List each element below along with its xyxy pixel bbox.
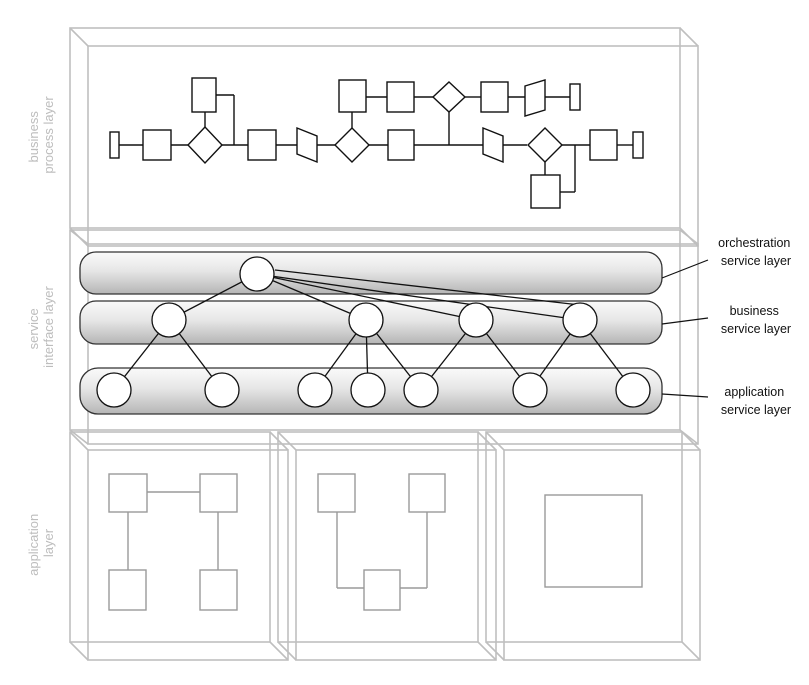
process-step — [191, 77, 217, 113]
business-service-node — [151, 302, 187, 338]
decision-diamond — [334, 127, 370, 163]
process-step — [142, 129, 172, 161]
business-service-node — [458, 302, 494, 338]
orchestration-service-layer-label: orchestration service layer — [718, 236, 794, 268]
application-service-node — [512, 372, 548, 408]
process-step — [247, 129, 277, 161]
application-service-node — [403, 372, 439, 408]
process-step — [480, 81, 509, 113]
process-step — [530, 174, 561, 209]
business-service-node — [348, 302, 384, 338]
data-parallelogram — [482, 126, 504, 164]
application-service-node — [350, 372, 386, 408]
application-service-layer-label: application service layer — [721, 385, 791, 417]
business-service-layer-label: business service layer — [721, 304, 791, 336]
application-layer-boxes — [69, 431, 701, 661]
app-component — [199, 473, 238, 513]
data-parallelogram — [524, 79, 546, 117]
orchestration-service-node — [239, 256, 275, 292]
decision-diamond — [187, 125, 223, 165]
data-parallelogram — [296, 126, 318, 164]
app-component — [408, 473, 446, 513]
service-interface-layer-label: service interface layer — [26, 286, 56, 368]
orchestration-service-band — [79, 251, 663, 295]
app-component — [363, 569, 401, 611]
process-step — [589, 129, 618, 161]
decision-diamond — [431, 81, 467, 113]
application-layer-label: application layer — [26, 510, 56, 576]
app-component — [544, 494, 643, 588]
business-process-flow — [109, 77, 644, 209]
application-components — [108, 473, 643, 611]
decision-diamond — [527, 127, 563, 163]
app-component — [317, 473, 356, 513]
application-service-node — [204, 372, 240, 408]
process-step — [109, 131, 120, 159]
app-component — [108, 473, 148, 513]
callout-leaders — [661, 259, 709, 398]
business-process-layer-label: business process layer — [26, 96, 56, 174]
business-service-node — [562, 302, 598, 338]
application-service-node — [297, 372, 333, 408]
process-step — [338, 79, 367, 113]
process-step — [632, 131, 644, 159]
service-hierarchy — [96, 256, 651, 408]
application-service-node — [96, 372, 132, 408]
application-service-node — [615, 372, 651, 408]
process-step — [387, 129, 415, 161]
app-component — [199, 569, 238, 611]
process-step — [386, 81, 415, 113]
app-component — [108, 569, 147, 611]
process-step — [569, 83, 581, 111]
